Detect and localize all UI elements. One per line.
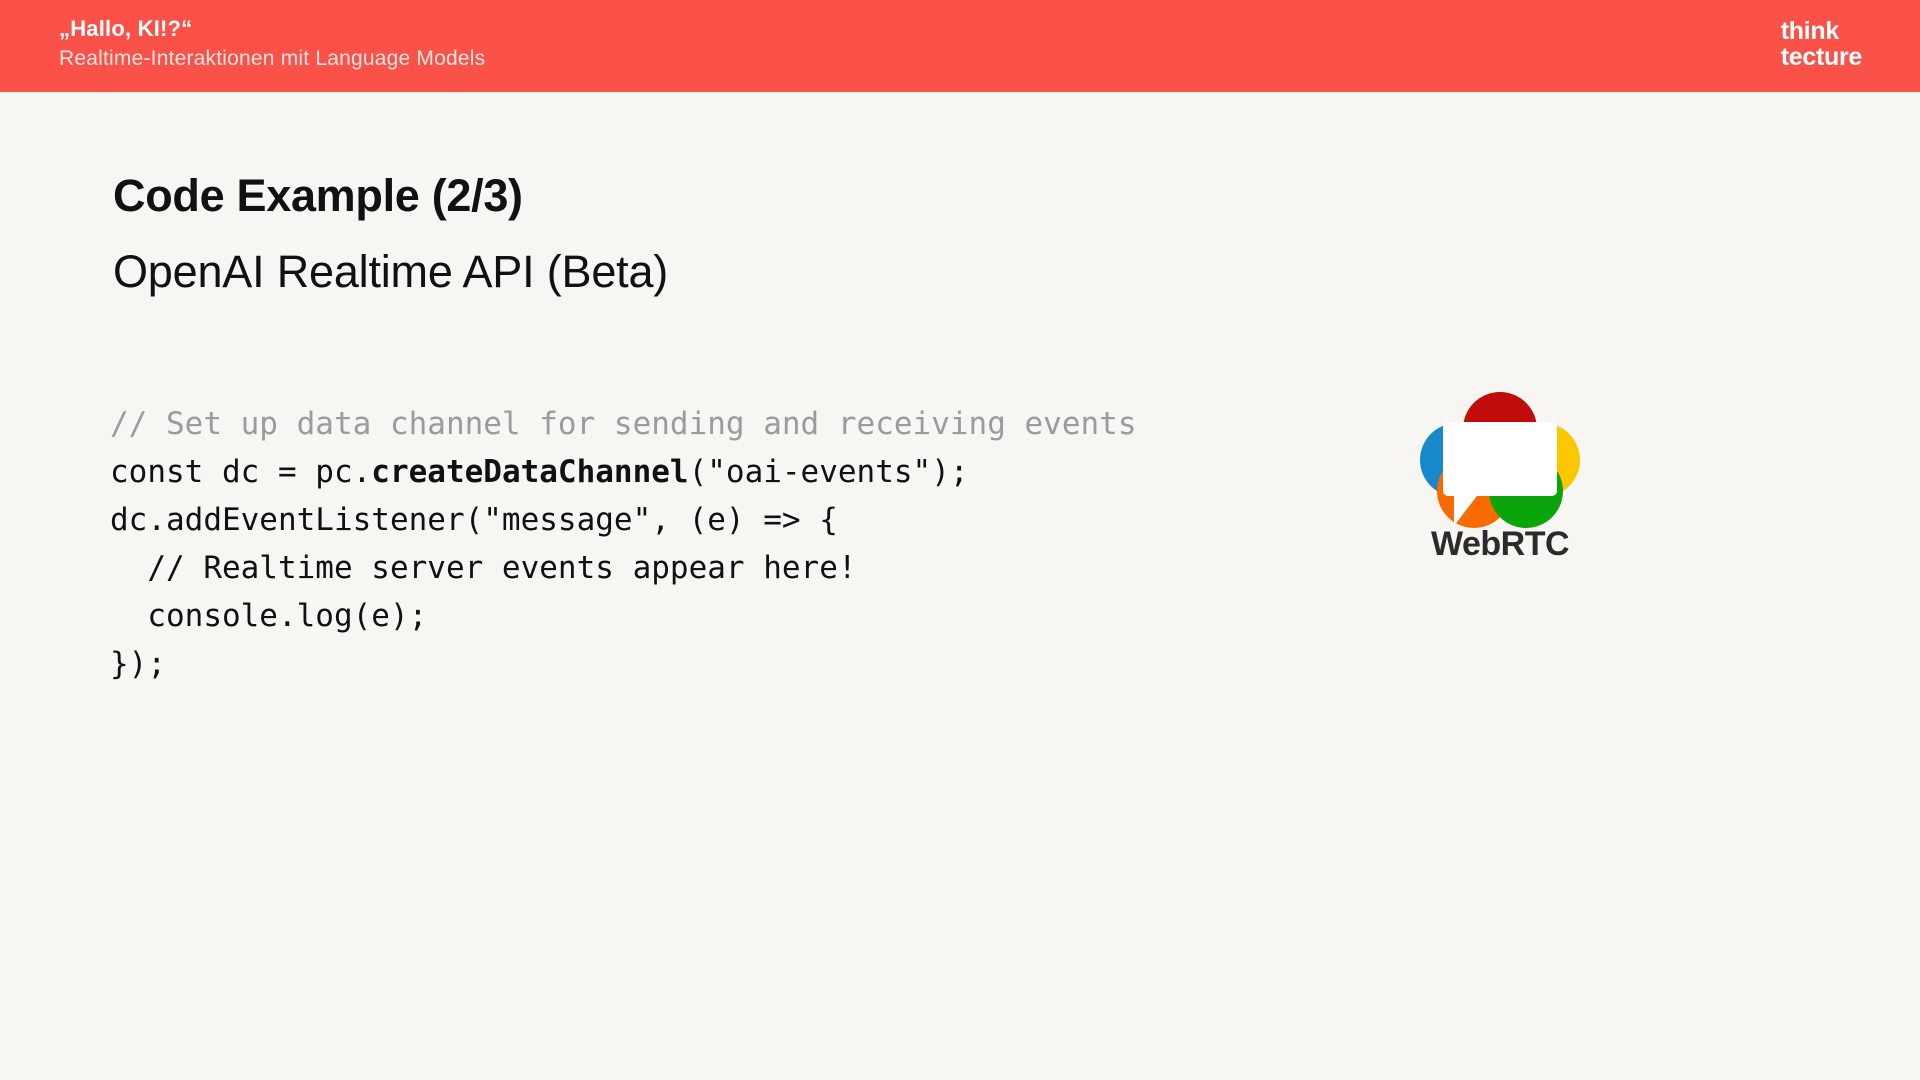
code-token-plain: const dc = pc. xyxy=(110,454,372,490)
code-token-plain: ("oai-events"); xyxy=(688,454,969,490)
code-token-plain: dc.addEventListener("message", (e) => { xyxy=(110,502,838,538)
code-line: }); xyxy=(110,640,1137,688)
code-token-comment: // Set up data channel for sending and r… xyxy=(110,406,1137,442)
header-subtitle: Realtime-Interaktionen mit Language Mode… xyxy=(59,47,486,70)
code-block: // Set up data channel for sending and r… xyxy=(110,400,1137,688)
speech-bubble-icon xyxy=(1443,422,1557,496)
code-token-plain: }); xyxy=(110,646,166,682)
webrtc-petals xyxy=(1418,392,1582,528)
page-subtitle: OpenAI Realtime API (Beta) xyxy=(113,246,669,297)
code-token-plain: console.log(e); xyxy=(110,598,428,634)
logo-line-think: think xyxy=(1780,17,1840,45)
code-token-plain: // Realtime server events appear here! xyxy=(110,550,857,586)
header-text-group: „Hallo, KI!?“ Realtime-Interaktionen mit… xyxy=(59,14,485,74)
title-block: Code Example (2/3) OpenAI Realtime API (… xyxy=(113,168,668,300)
speech-bubble-tail-icon xyxy=(1454,492,1480,526)
webrtc-wordmark: WebRTC xyxy=(1430,525,1570,563)
webrtc-logo: WebRTC xyxy=(1418,392,1582,567)
header-title: „Hallo, KI!?“ xyxy=(59,16,193,41)
code-line: console.log(e); xyxy=(110,592,1137,640)
slide-header: „Hallo, KI!?“ Realtime-Interaktionen mit… xyxy=(0,0,1920,92)
code-line: // Set up data channel for sending and r… xyxy=(110,400,1137,448)
logo-line-tecture: tecture xyxy=(1780,43,1863,71)
thinktecture-logo: think tecture xyxy=(1780,17,1863,71)
code-line: dc.addEventListener("message", (e) => { xyxy=(110,496,1137,544)
code-token-method: createDataChannel xyxy=(371,454,689,490)
page-title: Code Example (2/3) xyxy=(113,170,523,221)
code-line: // Realtime server events appear here! xyxy=(110,544,1137,592)
code-line: const dc = pc.createDataChannel("oai-eve… xyxy=(110,448,1137,496)
